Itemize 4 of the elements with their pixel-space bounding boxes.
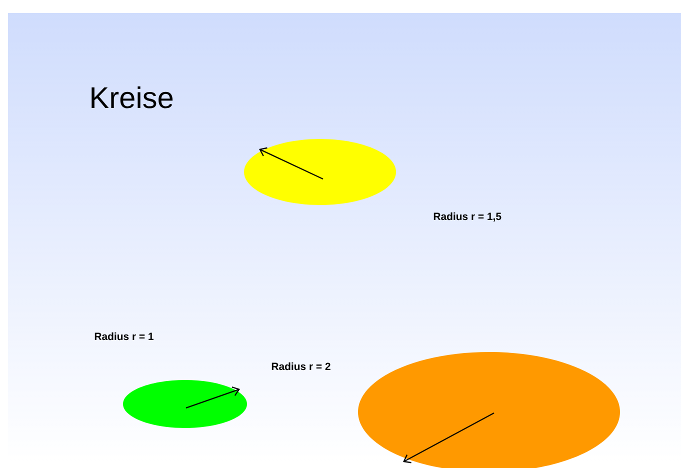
label: Radius r = 1: [94, 332, 154, 340]
label: Radius r = 1,5: [434, 212, 502, 222]
title: Kreise: [92, 86, 173, 108]
label: Radius r = 2: [272, 362, 330, 370]
